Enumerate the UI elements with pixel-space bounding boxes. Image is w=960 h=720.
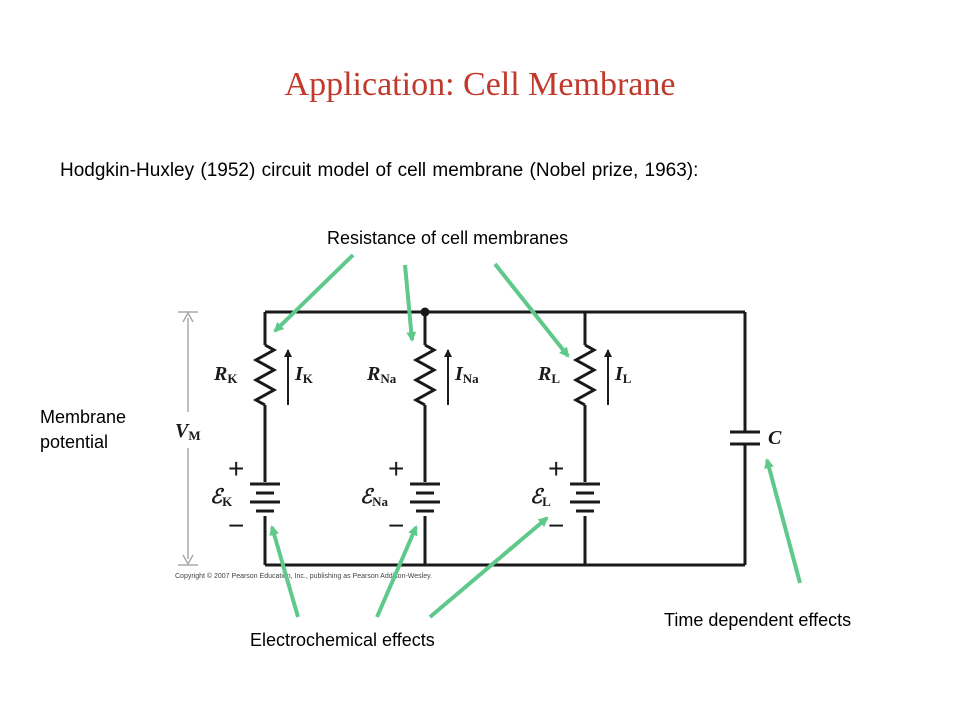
arrow-electrochemical-na — [375, 525, 418, 618]
arrow-time-dependent — [764, 458, 802, 584]
resistor-l — [572, 343, 598, 407]
plus-l: + — [548, 453, 564, 484]
minus-na: − — [388, 510, 404, 541]
slide-title: Application: Cell Membrane — [284, 66, 676, 103]
r-na-label: RNa — [366, 363, 397, 386]
resistance-label: Resistance of cell membranes — [327, 228, 569, 248]
membrane-label-line2: potential — [40, 432, 109, 452]
vm-label: VM — [175, 420, 201, 443]
arrow-electrochemical-l — [428, 516, 549, 619]
minus-k: − — [228, 510, 244, 541]
e-l-label: ℰL — [530, 486, 551, 509]
battery-na — [410, 482, 440, 513]
r-k-label: RK — [213, 363, 238, 386]
arrow-resistance-na — [403, 264, 417, 342]
circuit-wires — [263, 310, 747, 567]
electrochemical-label: Electrochemical effects — [250, 630, 435, 650]
copyright-note: Copyright © 2007 Pearson Education, Inc.… — [175, 572, 432, 580]
junction-dot — [420, 307, 430, 317]
plus-k: + — [228, 453, 244, 484]
e-k-label: ℰK — [210, 486, 233, 509]
resistor-na — [412, 343, 438, 407]
capacitor — [730, 430, 760, 446]
vm-dimension — [178, 311, 198, 566]
e-na-label: ℰNa — [360, 486, 388, 509]
arrow-resistance-l — [493, 262, 570, 358]
i-na-label: INa — [454, 363, 479, 386]
resistor-k — [252, 343, 278, 407]
battery-k — [250, 482, 280, 513]
plus-na: + — [388, 453, 404, 484]
slide-subtitle: Hodgkin-Huxley (1952) circuit model of c… — [60, 160, 699, 181]
i-l-label: IL — [614, 363, 632, 386]
arrow-resistance-k — [273, 253, 355, 333]
minus-l: − — [548, 510, 564, 541]
i-k-label: IK — [294, 363, 314, 386]
membrane-label-line1: Membrane — [40, 407, 127, 427]
capacitor-label: C — [768, 427, 782, 449]
time-dependent-label: Time dependent effects — [664, 610, 852, 630]
battery-l — [570, 482, 600, 513]
r-l-label: RL — [537, 363, 560, 386]
annotation-arrows — [269, 253, 802, 619]
arrow-electrochemical-k — [269, 525, 300, 618]
membrane-potential-label: Membrane potential — [40, 405, 126, 455]
